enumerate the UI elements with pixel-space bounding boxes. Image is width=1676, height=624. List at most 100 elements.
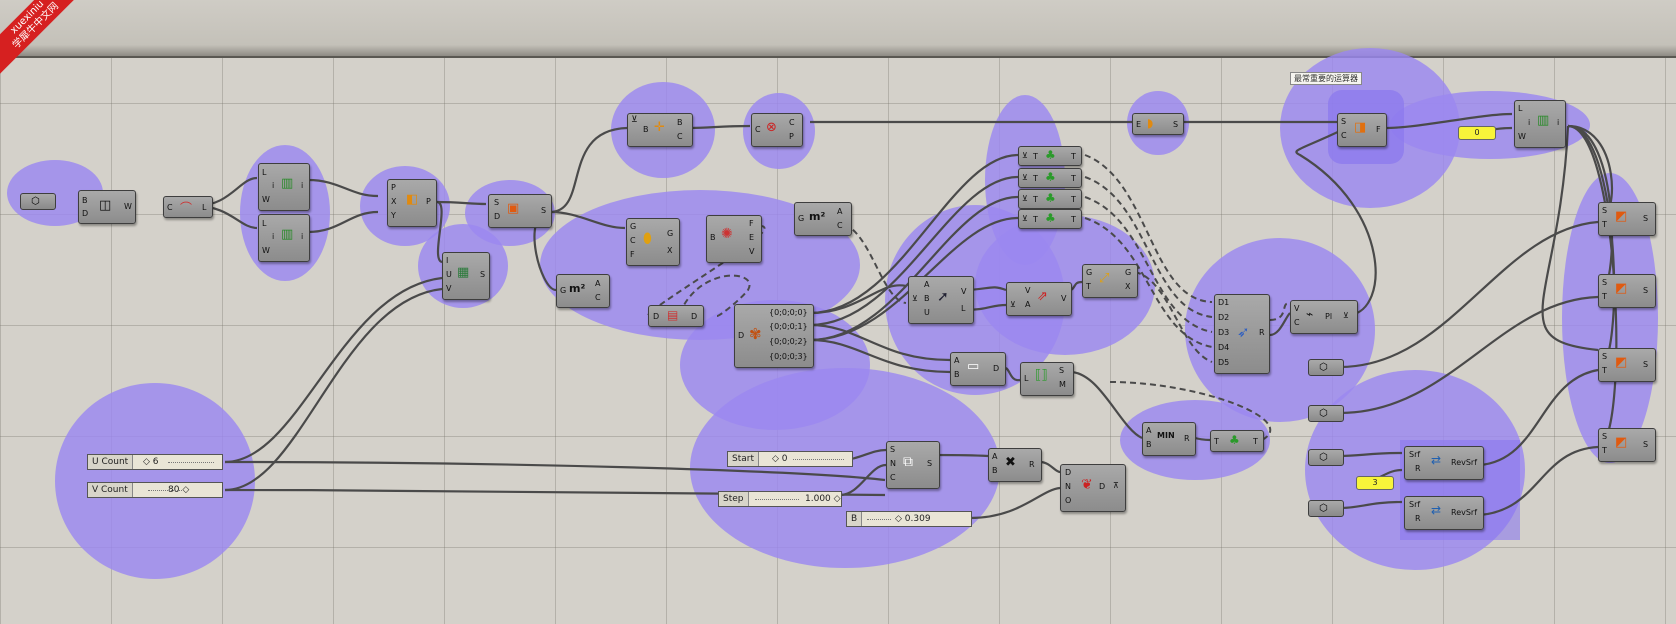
list-item-component[interactable]: L i W ▥ i xyxy=(258,163,310,211)
v-count-slider[interactable]: V Count 80 ◇ xyxy=(87,482,223,498)
move-component[interactable]: G T ⤢ G X xyxy=(1082,264,1138,298)
box-icon: ◫ xyxy=(99,198,112,213)
merge-component[interactable]: D1 D2 D3 D4 D5 ➶ R xyxy=(1214,294,1270,374)
surface-morph-component[interactable]: S T ◩ S xyxy=(1598,202,1656,236)
collapse-icon: ⊻ xyxy=(1022,214,1028,223)
graft-component[interactable]: T ♣ T xyxy=(1210,430,1264,452)
revsrf-component[interactable]: Srf R ⇄ RevSrf xyxy=(1404,446,1484,480)
slider-track[interactable] xyxy=(755,499,799,500)
curve-icon: ⌒ xyxy=(180,201,193,215)
slider-value: ◇ 0.309 xyxy=(895,514,931,524)
isotrim-component[interactable]: I U V ▦ S xyxy=(442,252,490,300)
list-item-icon: ▥ xyxy=(281,227,294,242)
amplitude-component[interactable]: V ⊻ A ⇗ V xyxy=(1006,282,1072,316)
amplitude-icon: ⇗ xyxy=(1037,289,1048,304)
bounds-component[interactable]: ⊻ B ✛ B C xyxy=(627,113,693,147)
morph-icon: ◩ xyxy=(1615,281,1628,296)
slider-track[interactable] xyxy=(793,459,844,460)
plane-icon: ⌁ xyxy=(1306,307,1314,321)
graft-component[interactable]: ⊻ T ♣ T xyxy=(1018,168,1082,188)
area-component[interactable]: G m² A C xyxy=(556,274,610,308)
graft-icon: ♣ xyxy=(1229,433,1240,447)
value-panel[interactable]: 0 xyxy=(1458,126,1496,140)
morph-icon: ◩ xyxy=(1615,435,1628,450)
surface-param[interactable]: ⬡ xyxy=(1308,359,1344,376)
area-icon: m² xyxy=(569,282,586,295)
brep-icon: ⬡ xyxy=(31,196,40,207)
group-blob xyxy=(1562,173,1658,463)
brep-param[interactable]: ⬡ xyxy=(20,193,56,210)
graft-icon: ♣ xyxy=(1045,211,1056,225)
brep-icon: ⬡ xyxy=(1319,408,1328,419)
tree-icon: ✾ xyxy=(749,325,762,343)
slider-label: U Count xyxy=(88,455,134,469)
flip-component[interactable]: S C ◨ F xyxy=(1337,113,1387,147)
bounds-icon: ✛ xyxy=(654,120,665,135)
vector-icon: ➚ xyxy=(937,289,949,305)
reverse-surface-icon: ⇄ xyxy=(1431,503,1442,517)
u-count-slider[interactable]: U Count ◇ 6 xyxy=(87,454,223,470)
extend-component[interactable]: E ◗ S xyxy=(1132,113,1184,135)
surface-morph-component[interactable]: S T ◩ S xyxy=(1598,274,1656,308)
data-dam-component[interactable]: D ▤ D xyxy=(648,305,704,327)
series-component[interactable]: S N C ⧉ S xyxy=(886,441,940,489)
vector-component[interactable]: A ⊻ B U ➚ V L xyxy=(908,276,974,324)
collapse-icon: ⊻ xyxy=(631,115,638,125)
scale-component[interactable]: G C F ⬮ G X xyxy=(626,218,680,266)
graph-mapper-component[interactable]: D N O ❦ D ⊼ xyxy=(1060,464,1126,512)
surface-param[interactable]: ⬡ xyxy=(1308,500,1344,517)
flip-icon: ◨ xyxy=(1354,120,1367,135)
box-component[interactable]: B D ◫ W xyxy=(78,190,136,224)
length-component[interactable]: L ⟦⟧ S M xyxy=(1020,362,1074,396)
deconstruct-icon: ✺ xyxy=(721,226,733,242)
list-item-component[interactable]: L i W ▥ i xyxy=(1514,100,1566,148)
surface-morph-component[interactable]: S T ◩ S xyxy=(1598,428,1656,462)
slider-track[interactable] xyxy=(148,490,182,491)
minimum-component[interactable]: A B MIN R xyxy=(1142,422,1196,456)
extend-icon: ◗ xyxy=(1147,116,1154,130)
expand-icon: ⊼ xyxy=(1113,481,1119,490)
graft-component[interactable]: ⊻ T ♣ T xyxy=(1018,189,1082,209)
start-slider[interactable]: Start ◇ 0 xyxy=(727,451,853,467)
center-point-component[interactable]: C ⊗ C P xyxy=(751,113,803,147)
area-component[interactable]: G m² A C xyxy=(794,202,852,236)
plane-component[interactable]: V C ⌁ Pl ⊻ xyxy=(1290,300,1358,334)
morph-icon: ◩ xyxy=(1615,355,1628,370)
division-component[interactable]: A B ▭ D xyxy=(950,352,1006,386)
revsrf-component[interactable]: Srf R ⇄ RevSrf xyxy=(1404,496,1484,530)
b-slider[interactable]: B ◇ 0.309 xyxy=(846,511,972,527)
slider-track[interactable] xyxy=(867,519,891,520)
graft-component[interactable]: ⊻ T ♣ T xyxy=(1018,146,1082,166)
graft-icon: ♣ xyxy=(1045,148,1056,162)
list-item-component[interactable]: L i W ▥ i xyxy=(258,214,310,262)
multiplication-component[interactable]: A B ✖ R xyxy=(988,448,1042,482)
graft-component[interactable]: ⊻ T ♣ T xyxy=(1018,209,1082,229)
value-panel[interactable]: 3 xyxy=(1356,476,1394,490)
annotation-label: 最常重要的运算器 xyxy=(1290,72,1362,85)
slider-track[interactable] xyxy=(168,462,214,463)
step-slider[interactable]: Step 1.000 ◇ xyxy=(718,491,842,507)
list-item-icon: ▥ xyxy=(1537,113,1550,128)
surface-param[interactable]: ⬡ xyxy=(1308,449,1344,466)
surface-param[interactable]: ⬡ xyxy=(1308,405,1344,422)
deconstruct-brep-component[interactable]: B ✺ F E V xyxy=(706,215,762,263)
sub-surface-component[interactable]: S D ▣ S xyxy=(488,194,552,228)
surface-morph-component[interactable]: S T ◩ S xyxy=(1598,348,1656,382)
center-icon: ⊗ xyxy=(766,120,777,135)
minimum-icon: MIN xyxy=(1157,431,1175,440)
slider-label: Start xyxy=(728,452,759,466)
group-blobs xyxy=(7,48,1658,579)
brep-icon: ⬡ xyxy=(1319,452,1328,463)
explode-tree-component[interactable]: D ✾ {0;0;0;0} {0;0;0;1} {0;0;0;2} {0;0;0… xyxy=(734,304,814,368)
point-component[interactable]: P X Y ◧ P xyxy=(387,179,437,227)
brep-icon: ⬡ xyxy=(1319,362,1328,373)
canvas-toolbar xyxy=(0,0,1676,58)
mapper-icon: ❦ xyxy=(1081,477,1093,493)
slider-label: B xyxy=(847,512,863,526)
curve-component[interactable]: C ⌒ L xyxy=(163,196,213,218)
isotrim-icon: ▦ xyxy=(457,265,470,280)
slider-label: V Count xyxy=(88,483,133,497)
series-icon: ⧉ xyxy=(903,454,913,470)
